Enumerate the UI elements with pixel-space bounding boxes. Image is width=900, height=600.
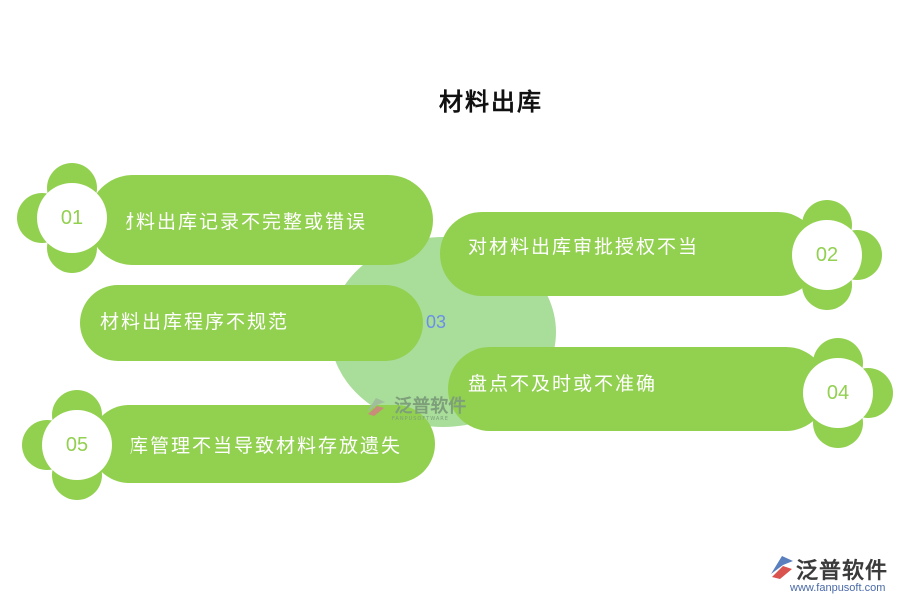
item-number: 01 — [60, 206, 84, 229]
flower-badge-5: 05 — [22, 390, 132, 500]
watermark: 泛普软件 FANPUSOFTWARE — [364, 392, 466, 422]
flower-badge-4: 04 — [783, 338, 893, 448]
item-text: 对材料出库审批授权不当 — [468, 236, 700, 258]
fanpu-logo-icon — [771, 556, 793, 579]
fanpu-logo-icon — [367, 398, 385, 416]
item-number: 04 — [826, 381, 850, 404]
logo-name: 泛普软件 — [796, 559, 889, 584]
flower-badge-1: 01 — [17, 163, 127, 273]
watermark-sub: FANPUSOFTWARE — [392, 416, 449, 422]
item-pill-1: 材料出库记录不完整或错误 — [88, 175, 433, 265]
item-text: 材料出库记录不完整或错误 — [115, 210, 368, 233]
item-pill-5: 仓库管理不当导致材料存放遗失 — [90, 405, 435, 483]
item-pill-2: 对材料出库审批授权不当 — [440, 212, 820, 296]
flower-badge-2: 02 — [772, 200, 882, 310]
item-pill-3: 材料出库程序不规范 — [80, 285, 423, 361]
watermark-name: 泛普软件 — [394, 396, 467, 417]
item-number: 02 — [815, 243, 839, 266]
logo-url[interactable]: www.fanpusoft.com — [790, 582, 886, 594]
center-number: 03 — [426, 312, 447, 332]
page-title: 材料出库 — [439, 88, 543, 116]
item-pill-4: 盘点不及时或不准确 — [448, 347, 828, 431]
item-text: 材料出库程序不规范 — [100, 311, 290, 333]
item-text: 仓库管理不当导致材料存放遗失 — [108, 434, 403, 457]
item-number: 05 — [65, 433, 89, 456]
item-text: 盘点不及时或不准确 — [468, 373, 658, 395]
